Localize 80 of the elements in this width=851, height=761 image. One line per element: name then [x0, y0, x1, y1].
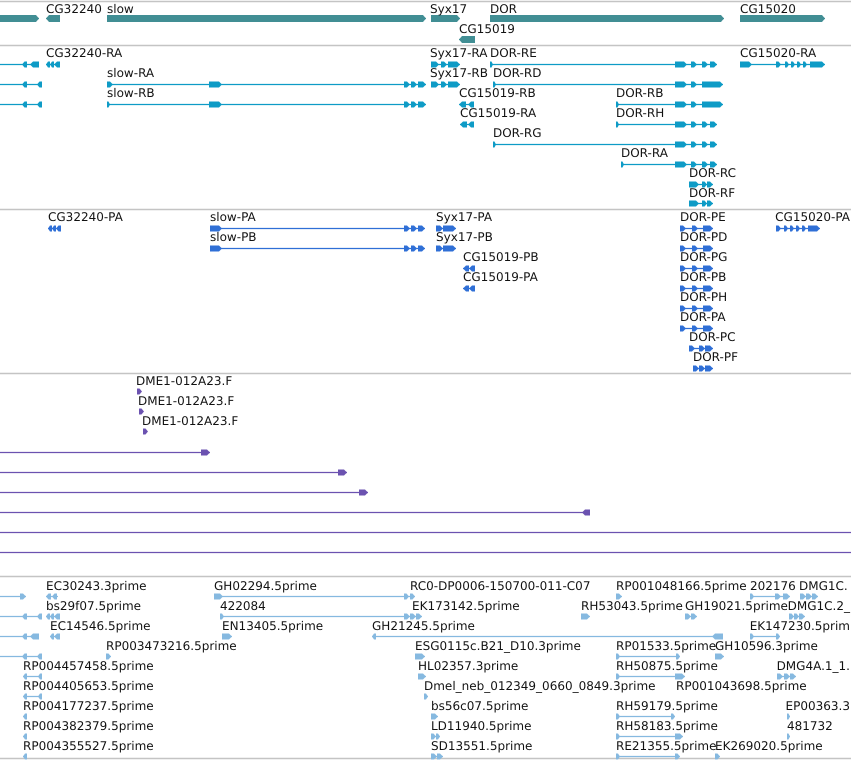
feature-label: RP004405653.5prime — [23, 678, 154, 694]
feature-label: DOR-PG — [680, 249, 728, 265]
feature-label: GH10596.3prime — [715, 638, 818, 654]
feature-label: RP004355527.5prime — [23, 738, 154, 754]
feature-label: DME1-012A23.F — [142, 413, 238, 429]
feature-label: GH21245.5prime — [372, 618, 475, 634]
feature-label: CG15019-PB — [463, 249, 539, 265]
feature-label: DOR-PA — [680, 309, 726, 325]
feature-label: slow-PB — [210, 229, 257, 245]
feature-label: RP003473216.5prime — [106, 638, 237, 654]
feature-label: RE21355.5prime — [616, 738, 716, 754]
feature-label: RH53043.5prime — [581, 598, 683, 614]
feature-label: RH58183.5prime — [616, 718, 718, 734]
feature-label: DMG1C.2_ — [788, 598, 850, 614]
feature-label: DOR-PC — [689, 329, 736, 345]
feature-label: SD13551.5prime — [431, 738, 532, 754]
feature-label: CG15019-RA — [460, 105, 536, 121]
feature-label: GH02294.5prime — [214, 578, 317, 594]
feature-label: CG15019 — [459, 21, 515, 37]
feature-label: 422084 — [220, 598, 266, 614]
feature-label: DOR-RG — [493, 125, 542, 141]
feature-label: RC0-DP0006-150700-011-C07 — [410, 578, 590, 594]
feature-label: DOR-PE — [680, 209, 726, 225]
feature-label: DOR-RB — [616, 85, 664, 101]
feature-label: RP01533.5prime — [616, 638, 716, 654]
feature-label: DMG4A.1_1. — [776, 658, 850, 674]
feature-label: GH19021.5prime — [685, 598, 788, 614]
feature-label: DOR-PF — [693, 349, 738, 365]
feature-label: CG32240-PA — [48, 209, 123, 225]
feature-label: Syx17-RA — [430, 45, 488, 61]
feature-label: DME1-012A23.F — [138, 393, 234, 409]
feature-label: CG15019-PA — [463, 269, 538, 285]
feature-label: DOR — [490, 1, 518, 17]
feature-label: DME1-012A23.F — [136, 373, 232, 389]
feature-label: ESG0115c.B21_D10.3prime — [415, 638, 581, 654]
feature-label: DMG1C. — [799, 578, 848, 594]
feature-label: DOR-RH — [616, 105, 664, 121]
feature-label: slow-PA — [210, 209, 256, 225]
feature-label: Syx17-PB — [436, 229, 493, 245]
feature-label: Syx17 — [430, 1, 468, 17]
feature-label: DOR-PD — [680, 229, 728, 245]
feature-label: RP004177237.5prime — [23, 698, 154, 714]
feature-label: EC30243.3prime — [46, 578, 147, 594]
feature-label: EN13405.5prime — [222, 618, 324, 634]
feature-label: slow — [107, 1, 134, 17]
feature-label: DOR-PB — [680, 269, 726, 285]
feature-label: slow-RA — [107, 65, 154, 81]
feature-label: EC14546.5prime — [50, 618, 151, 634]
feature-label: LD11940.5prime — [431, 718, 532, 734]
feature-label: DOR-PH — [680, 289, 728, 305]
feature-label: RH50875.5prime — [616, 658, 718, 674]
feature-label: CG32240 — [46, 1, 102, 17]
feature-label: CG15020 — [740, 1, 796, 17]
feature-label: 481732 — [787, 718, 833, 734]
feature-label: DOR-RA — [621, 145, 668, 161]
feature-label: CG15019-RB — [459, 85, 536, 101]
feature-label: HL02357.3prime — [418, 658, 518, 674]
feature-label: Dmel_neb_012349_0660_0849.3prime — [424, 678, 656, 694]
feature-label: EP00363.3 — [786, 698, 850, 714]
feature-label: RP004382379.5prime — [23, 718, 154, 734]
feature-label: DOR-RF — [689, 185, 736, 201]
feature-label: slow-RB — [107, 85, 155, 101]
feature-label: DOR-RD — [493, 65, 542, 81]
feature-label: EK173142.5prime — [412, 598, 520, 614]
feature-label: CG15020-RA — [740, 45, 816, 61]
feature-label: RP004457458.5prime — [23, 658, 154, 674]
feature-label: DOR-RC — [689, 165, 736, 181]
feature-label: EK147230.5prim — [750, 618, 850, 634]
feature-label: RH59179.5prime — [616, 698, 718, 714]
feature-label: 202176 — [750, 578, 796, 594]
feature-label: RP001048166.5prime — [616, 578, 747, 594]
feature-label: RP001043698.5prime — [676, 678, 807, 694]
feature-label: Syx17-RB — [430, 65, 488, 81]
feature-label: DOR-RE — [490, 45, 537, 61]
feature-label: bs29f07.5prime — [46, 598, 142, 614]
feature-label: Syx17-PA — [436, 209, 492, 225]
feature-label: EK269020.5prime — [715, 738, 823, 754]
feature-label: bs56c07.5prime — [431, 698, 528, 714]
feature-label: CG32240-RA — [46, 45, 122, 61]
feature-label: CG15020-PA — [775, 209, 850, 225]
